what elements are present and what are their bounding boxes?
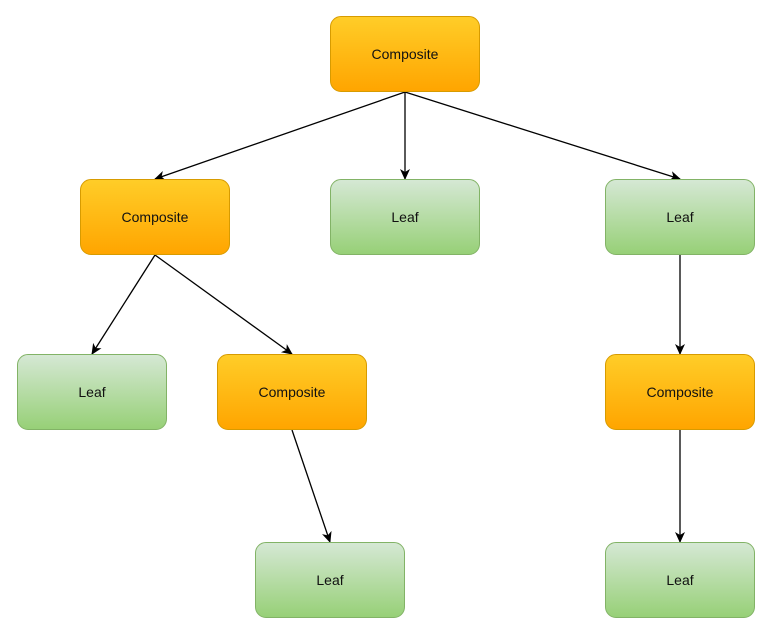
leaf-node-mid[interactable]: Leaf [330,179,480,255]
composite-node-root[interactable]: Composite [330,16,480,92]
node-label: Leaf [78,384,106,400]
composite-node-lower[interactable]: Composite [217,354,367,430]
node-label: Leaf [391,209,419,225]
node-label: Composite [258,384,326,400]
node-label: Composite [371,46,439,62]
node-label: Leaf [666,572,694,588]
composite-node-mid[interactable]: Composite [80,179,230,255]
composite-node-right[interactable]: Composite [605,354,755,430]
edge-composite-lower-to-leaf-lower [291,429,332,543]
edge-composite-mid-to-leaf-left-bottom [91,254,156,355]
leaf-node-right[interactable]: Leaf [605,179,755,255]
leaf-node-right-bottom[interactable]: Leaf [605,542,755,618]
node-label: Composite [646,384,714,400]
edge-root-to-leaf-right [404,91,681,181]
edge-composite-mid-to-composite-lower [154,254,293,355]
leaf-node-lower[interactable]: Leaf [255,542,405,618]
node-label: Leaf [666,209,694,225]
node-label: Leaf [316,572,344,588]
edge-root-to-composite-mid [154,91,406,181]
node-label: Composite [121,209,189,225]
leaf-node-left-bottom[interactable]: Leaf [17,354,167,430]
